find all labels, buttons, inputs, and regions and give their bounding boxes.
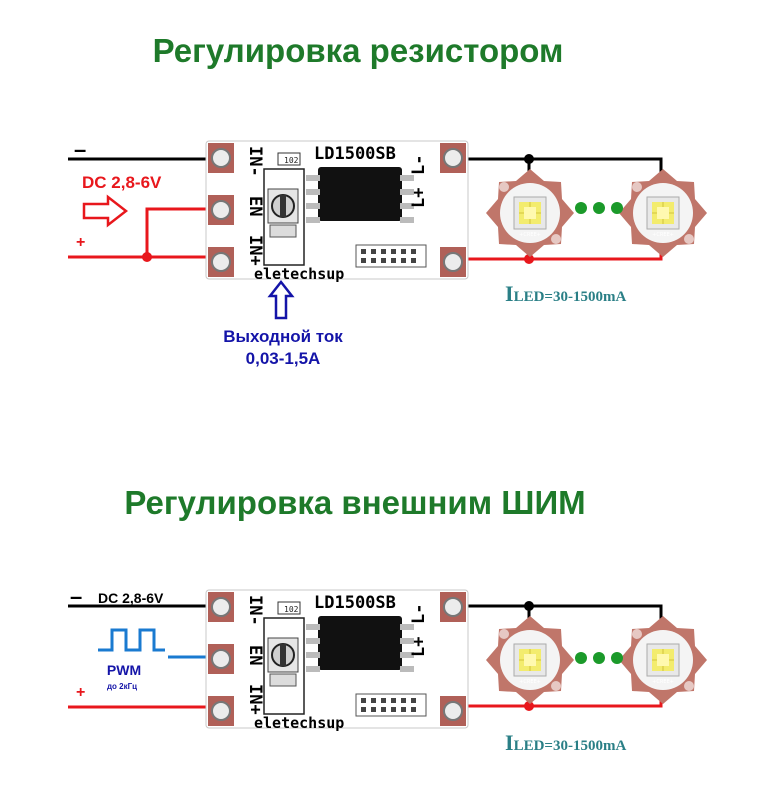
pin-in-minus: IN- xyxy=(245,146,265,177)
board-brand: eletechsup xyxy=(254,265,344,283)
iled-label: ILED=30-1500mA xyxy=(505,730,626,755)
pin-en: EN xyxy=(245,645,265,665)
pin-l-minus: L- xyxy=(409,155,429,175)
led-chain-dots xyxy=(575,652,623,664)
output-current-range: 0,03-1,5А xyxy=(246,349,321,368)
section-resistor: Регулировка резистором – + DC 2,8-6V LD1… xyxy=(68,32,708,368)
junction-dot xyxy=(142,252,152,262)
pin-l-plus: L+ xyxy=(409,637,429,657)
plus-sign: + xyxy=(76,684,85,701)
minus-sign: – xyxy=(74,137,86,162)
led-chain-dots xyxy=(575,202,623,214)
right-arrow-icon xyxy=(82,194,129,228)
board-model: LD1500SB xyxy=(314,593,396,613)
section-pwm: Регулировка внешним ШИМ – DC 2,8-6V + PW… xyxy=(68,484,708,755)
led-marking: +CREE+ xyxy=(519,232,541,238)
resistor-code: 102 xyxy=(284,605,299,614)
led-star-right: +CREE+ xyxy=(618,615,708,705)
led-marking: +CREE+ xyxy=(652,679,674,685)
pwm-frequency: до 2кГц xyxy=(107,682,137,691)
plus-sign: + xyxy=(76,234,85,251)
pin-en: EN xyxy=(245,196,265,216)
dc-voltage-label: DC 2,8-6V xyxy=(82,173,162,192)
led-star-left: +CREE+ xyxy=(485,615,575,705)
led-star-right: +CREE+ xyxy=(618,168,708,258)
led-marking: +CREE+ xyxy=(652,232,674,238)
driver-board: LD1500SB eletechsup 102 IN- EN IN+ L+ L- xyxy=(205,140,469,283)
iled-label: ILED=30-1500mA xyxy=(505,281,626,306)
minus-sign: – xyxy=(70,584,82,609)
led-star-left: +CREE+ xyxy=(485,168,575,258)
pwm-label: PWM xyxy=(107,662,141,678)
board-model: LD1500SB xyxy=(314,144,396,164)
board-brand: eletechsup xyxy=(254,714,344,732)
pin-in-plus: IN+ xyxy=(245,684,265,715)
title-resistor: Регулировка резистором xyxy=(153,32,564,69)
wire-en-jumper xyxy=(145,207,223,257)
up-arrow-icon xyxy=(267,279,295,320)
driver-board: LD1500SB eletechsup 102 IN- EN IN+ L+ L- xyxy=(205,589,469,732)
title-pwm: Регулировка внешним ШИМ xyxy=(124,484,585,521)
pin-in-minus: IN- xyxy=(245,595,265,626)
pin-l-minus: L- xyxy=(409,604,429,624)
junction-dot xyxy=(524,701,534,711)
junction-dot xyxy=(524,601,534,611)
resistor-code: 102 xyxy=(284,156,299,165)
output-current-label: Выходной ток xyxy=(223,327,343,346)
led-marking: +CREE+ xyxy=(519,679,541,685)
pin-l-plus: L+ xyxy=(409,188,429,208)
pin-in-plus: IN+ xyxy=(245,235,265,266)
junction-dot xyxy=(524,154,534,164)
dc-voltage-label: DC 2,8-6V xyxy=(98,590,164,606)
junction-dot xyxy=(524,254,534,264)
square-wave-icon xyxy=(98,628,165,652)
